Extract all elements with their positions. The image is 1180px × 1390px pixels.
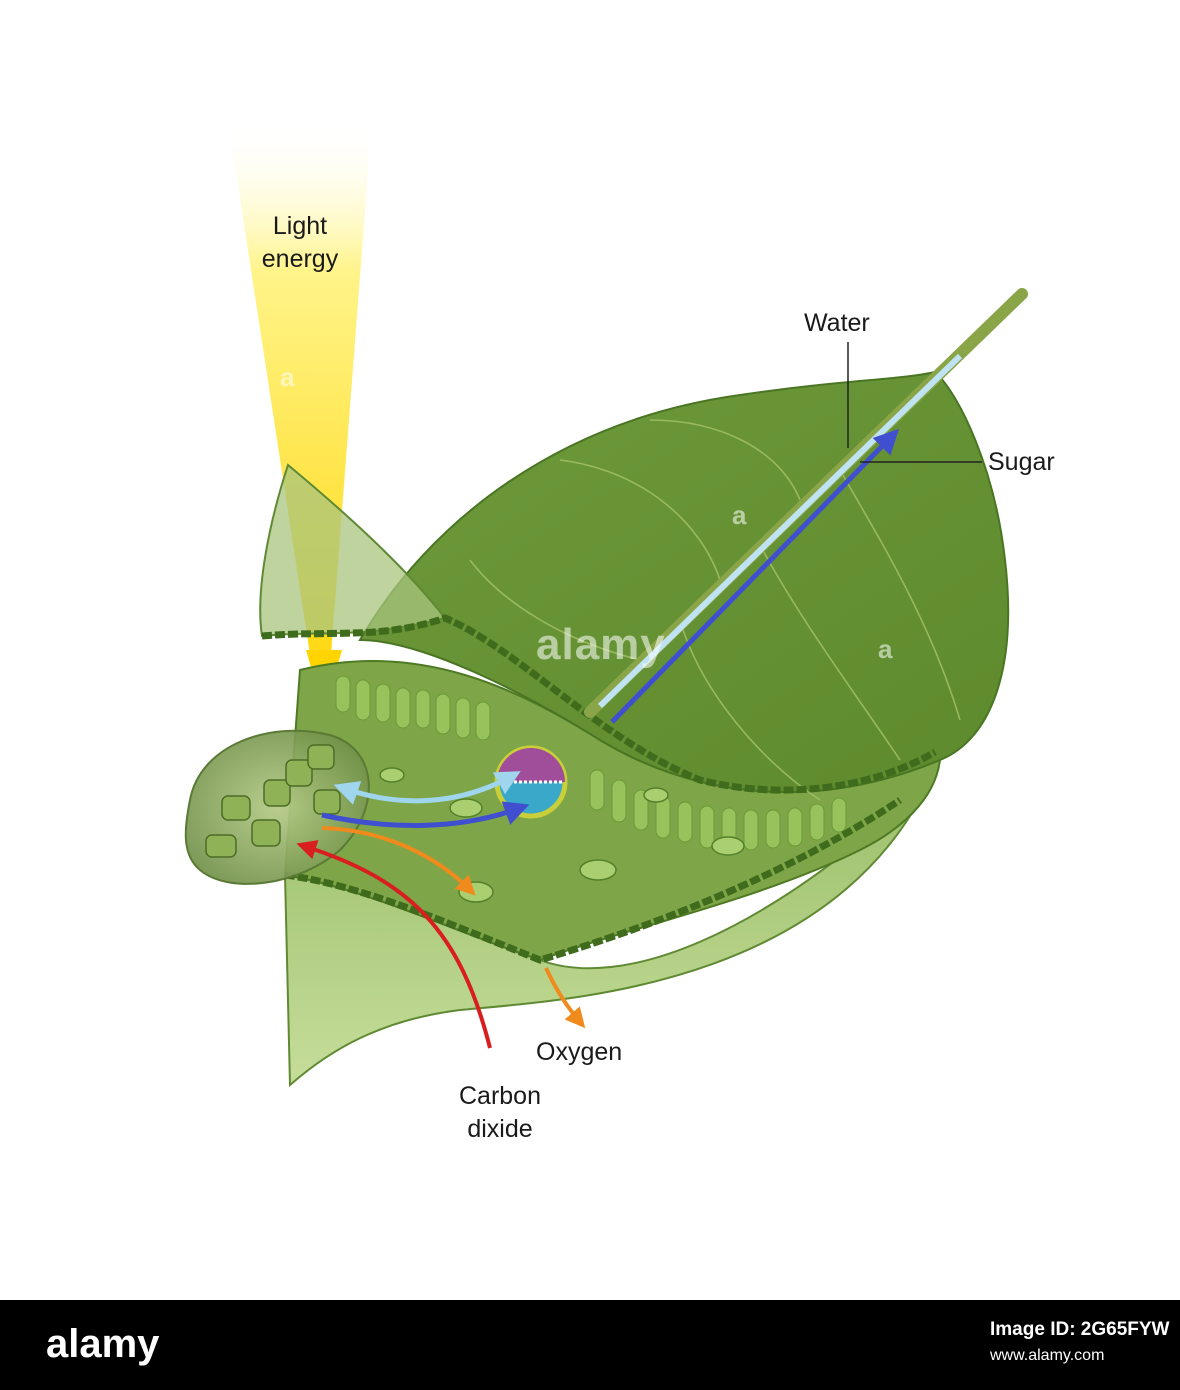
- watermark-mark-3: a: [878, 634, 894, 664]
- sugar-transport-arrow: [321, 801, 530, 828]
- watermark-mark-2: a: [732, 500, 748, 530]
- label-carbon-dioxide-line1: Carbon: [459, 1082, 541, 1110]
- label-oxygen: Oxygen: [536, 1038, 623, 1066]
- chloroplast: [184, 729, 370, 885]
- footer-url: www.alamy.com: [990, 1347, 1105, 1364]
- carbon-dioxide-arrow: [296, 840, 492, 1049]
- leader-lines: [847, 342, 982, 463]
- footer-image-id: Image ID: 2G65FYW: [990, 1319, 1170, 1340]
- leaf-folded-flap: [259, 463, 447, 638]
- vascular-bundle: [494, 745, 568, 819]
- sugar-arrow: [610, 428, 899, 724]
- label-carbon-dioxide: Carbon dixide: [446, 1080, 554, 1145]
- lower-epidermis: [284, 797, 902, 964]
- watermark-center: alamy: [536, 620, 666, 669]
- leaf-blade: [358, 370, 1010, 793]
- label-light-energy-line2: energy: [261, 244, 339, 273]
- palisade-cells: [335, 675, 847, 851]
- oxygen-exit-arrow: [544, 967, 586, 1029]
- label-light-energy: Light energy: [248, 210, 352, 275]
- label-water: Water: [804, 309, 870, 337]
- oxygen-arrow: [321, 826, 476, 896]
- photosynthesis-diagram: [184, 120, 1028, 1088]
- footer-bar: alamy Image ID: 2G65FYW www.alamy.com: [0, 1300, 1180, 1390]
- midrib-petiole: [584, 288, 1028, 718]
- upper-epidermis: [261, 614, 937, 794]
- watermark-mark-1: a: [280, 362, 296, 392]
- label-carbon-dioxide-line2: dixide: [467, 1114, 533, 1143]
- label-sugar: Sugar: [988, 448, 1055, 476]
- label-light-energy-line1: Light: [272, 212, 328, 240]
- water-arrow: [333, 771, 521, 805]
- footer-logo: alamy: [46, 1322, 160, 1366]
